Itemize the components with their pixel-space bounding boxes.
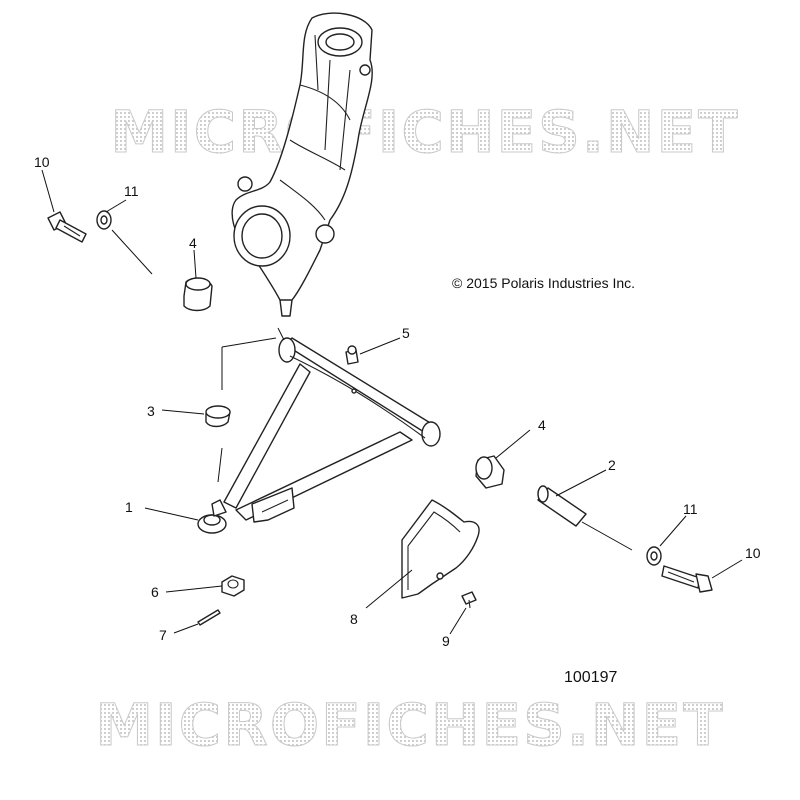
callout-6: 6 — [151, 584, 159, 600]
washer-11-left — [96, 210, 112, 230]
guard-plate-8 — [401, 499, 480, 599]
pivot-tube-2 — [537, 485, 587, 527]
callout-3: 3 — [147, 403, 155, 419]
bolt-10-right — [661, 565, 713, 593]
watermark-top: MICROFICHES.NET — [110, 98, 739, 166]
callout-11-right: 11 — [683, 501, 698, 517]
bushing-4-right — [475, 455, 505, 489]
watermark-bottom: MICROFICHES.NET — [95, 691, 724, 759]
copyright-notice: © 2015 Polaris Industries Inc. — [452, 275, 635, 291]
callout-5: 5 — [402, 325, 410, 341]
screw-9 — [461, 591, 477, 609]
a-arm — [197, 337, 441, 534]
nut-6 — [221, 575, 245, 597]
callout-7: 7 — [159, 627, 167, 643]
washer-11-right — [646, 546, 662, 566]
callout-11-left: 11 — [124, 183, 139, 199]
callout-2: 2 — [608, 457, 616, 473]
bushing-4-upper — [183, 277, 213, 312]
callout-10-left: 10 — [34, 154, 50, 170]
diagram-number: 100197 — [564, 669, 617, 686]
callout-4-upper: 4 — [189, 235, 197, 251]
bolt-10-left — [47, 211, 87, 243]
steering-knuckle — [231, 12, 373, 317]
grease-fitting-5 — [345, 345, 359, 365]
callout-9: 9 — [442, 633, 450, 649]
callout-1: 1 — [125, 499, 133, 515]
callout-4-right: 4 — [538, 417, 546, 433]
cotter-pin-7 — [197, 609, 221, 626]
bushing-cup-3 — [205, 405, 231, 428]
callout-8: 8 — [350, 611, 358, 627]
callout-10-right: 10 — [745, 545, 761, 561]
